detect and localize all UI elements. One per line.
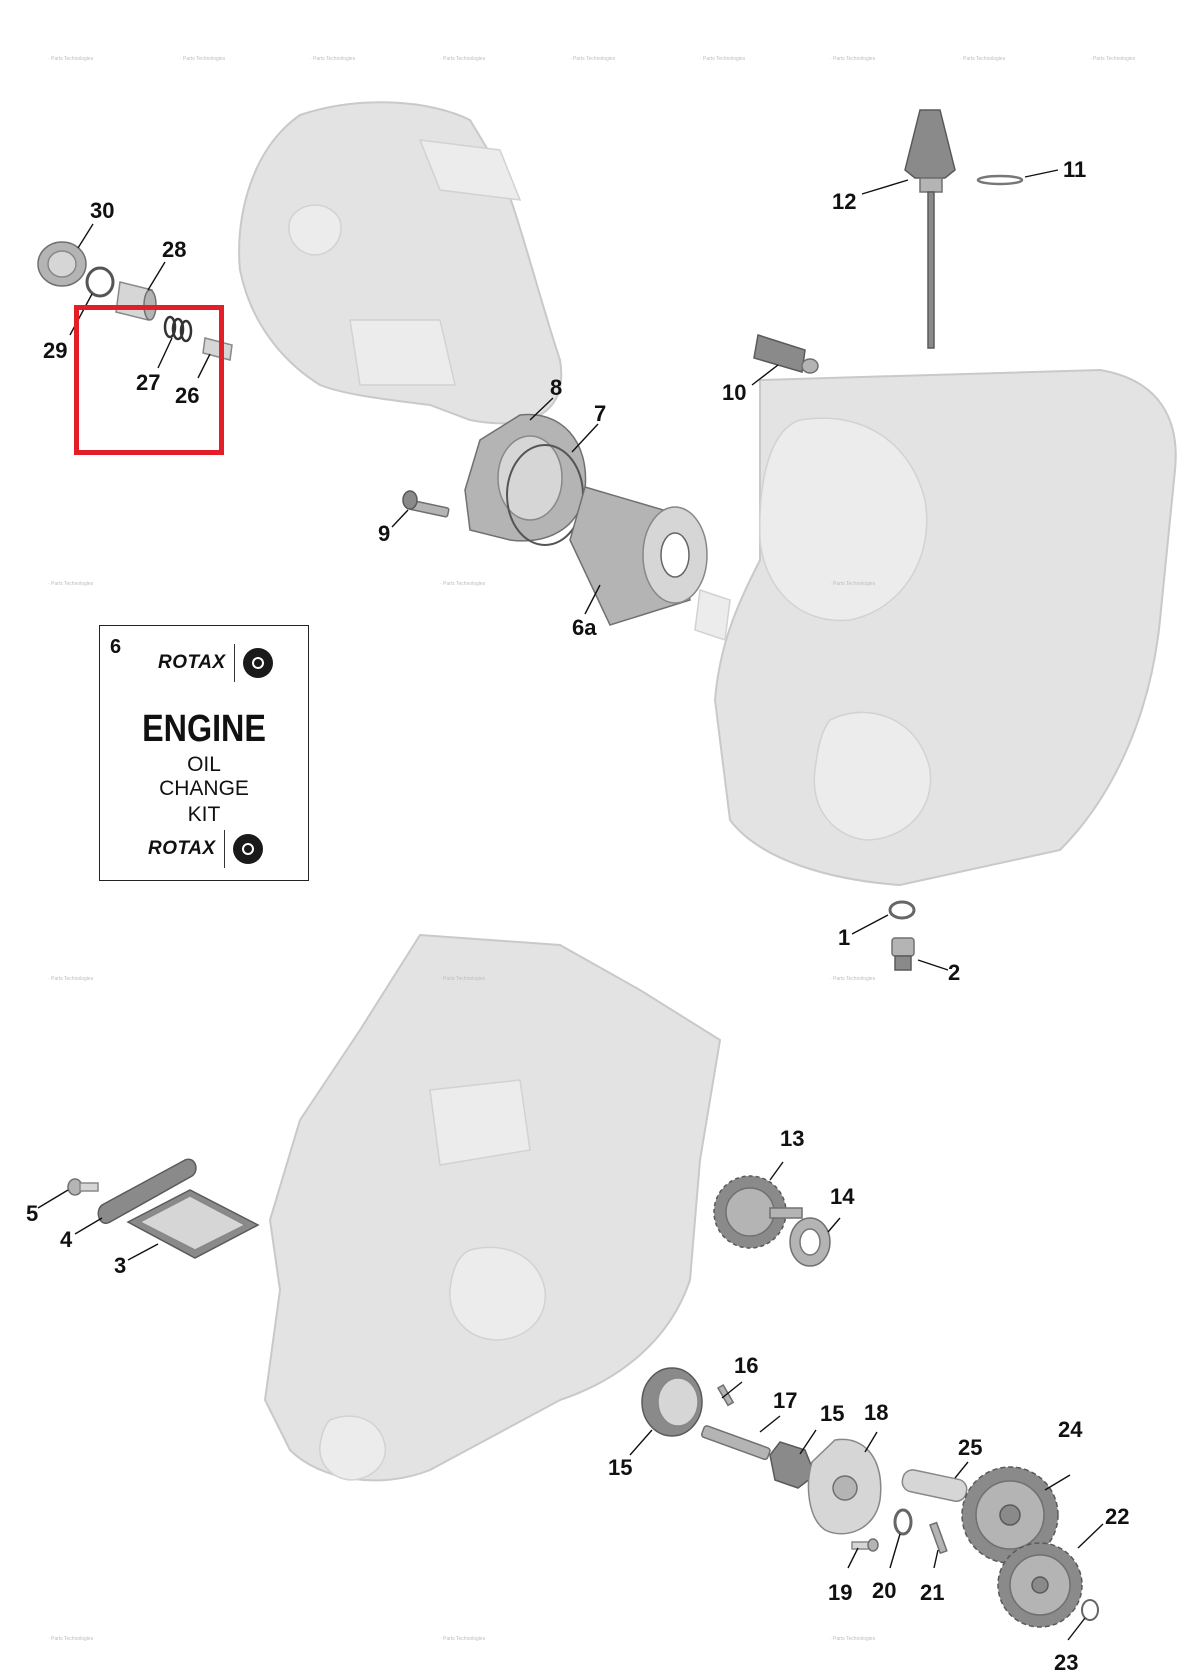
svg-text:· Parts Technologies: · Parts Technologies (700, 56, 746, 62)
label-12: 12 (832, 189, 856, 214)
part-18-pump-cover (807, 1438, 882, 1535)
part-25-shaft (901, 1469, 968, 1502)
label-29: 29 (43, 338, 67, 363)
part-14-seal (789, 1217, 831, 1267)
label-16: 16 (734, 1353, 758, 1378)
crankcase-cover-ghost (238, 101, 563, 425)
part-17-shaft (700, 1425, 771, 1461)
label-21: 21 (920, 1580, 944, 1605)
brp-badge-icon (242, 648, 273, 678)
leader-lines (37, 169, 1104, 1641)
kit-title: ENGINE (142, 708, 266, 750)
svg-text:· Parts Technologies: · Parts Technologies (1090, 56, 1136, 62)
label-25: 25 (958, 1435, 982, 1460)
part-1-washer (888, 900, 916, 920)
label-18: 18 (864, 1400, 888, 1425)
part-29-o-ring (85, 266, 115, 298)
label-20: 20 (872, 1578, 896, 1603)
part-11-o-ring (976, 174, 1024, 186)
label-9: 9 (378, 521, 390, 546)
svg-text:· Parts Technologies: · Parts Technologies (960, 56, 1006, 62)
label-15-right: 15 (820, 1401, 844, 1426)
part-6a-oil-filter (569, 486, 708, 626)
svg-text:· Parts Technologies: · Parts Technologies (310, 56, 356, 62)
label-14: 14 (830, 1184, 855, 1209)
label-28: 28 (162, 237, 186, 262)
svg-text:· Parts Technologies: · Parts Technologies (830, 976, 876, 982)
svg-text:· Parts Technologies: · Parts Technologies (48, 56, 94, 62)
label-8: 8 (550, 375, 562, 400)
lower-crankcase-ghost (263, 933, 722, 1482)
part-13-gear (713, 1175, 803, 1249)
brand-logo-text: ROTAX (148, 838, 216, 859)
upper-crankcase-ghost (694, 368, 1177, 887)
label-2: 2 (948, 960, 960, 985)
part-5-bolt (67, 1178, 99, 1196)
part-20-washer (893, 1508, 913, 1536)
highlight-frame (74, 305, 224, 455)
part-10-sensor (753, 334, 819, 374)
label-22: 22 (1105, 1504, 1129, 1529)
part-15-inner-rotor (769, 1441, 816, 1489)
svg-text:· Parts Technologies: · Parts Technologies (440, 56, 486, 62)
kit-line-kit: KIT (187, 803, 221, 826)
brand-row-top: ROTAX (158, 644, 273, 682)
part-19-screw (851, 1538, 879, 1552)
svg-text:· Parts Technologies: · Parts Technologies (48, 1636, 94, 1642)
part-21-pin (929, 1521, 948, 1555)
label-15-left: 15 (608, 1455, 632, 1480)
svg-text:· Parts Technologies: · Parts Technologies (570, 56, 616, 62)
label-5: 5 (26, 1201, 38, 1226)
brp-badge-icon (232, 834, 263, 864)
label-17: 17 (773, 1388, 797, 1413)
svg-text:· Parts Technologies: · Parts Technologies (48, 581, 94, 587)
oil-change-kit-box: 6 ROTAX ENGINE OIL CHANGE KIT ROTAX (99, 625, 309, 881)
label-30: 30 (90, 198, 114, 223)
label-3: 3 (114, 1253, 126, 1278)
brand-separator (223, 830, 225, 868)
svg-text:· Parts Technologies: · Parts Technologies (830, 1636, 876, 1642)
label-24: 24 (1058, 1417, 1083, 1442)
label-6a: 6a (572, 615, 597, 640)
svg-text:· Parts Technologies: · Parts Technologies (180, 56, 226, 62)
kit-part-number: 6 (110, 636, 122, 658)
watermark-grid: · Parts Technologies · Parts Technologie… (48, 56, 1136, 1642)
part-30-plug (37, 241, 87, 287)
part-12-dipstick (904, 109, 956, 349)
part-2-drain-plug (891, 937, 915, 971)
svg-text:· Parts Technologies: · Parts Technologies (830, 56, 876, 62)
kit-line-change: CHANGE (159, 777, 249, 800)
label-13: 13 (780, 1126, 804, 1151)
svg-text:· Parts Technologies: · Parts Technologies (440, 976, 486, 982)
label-7: 7 (594, 401, 606, 426)
svg-text:· Parts Technologies: · Parts Technologies (440, 581, 486, 587)
kit-line-oil: OIL (187, 753, 221, 776)
label-4: 4 (60, 1227, 73, 1252)
label-1: 1 (838, 925, 850, 950)
brand-logo-text: ROTAX (158, 652, 226, 673)
part-15-outer-rotor (641, 1367, 703, 1437)
part-27-spring (163, 315, 193, 343)
part-22-gear (997, 1542, 1083, 1628)
brand-separator (233, 644, 235, 682)
svg-text:· Parts Technologies: · Parts Technologies (440, 1636, 486, 1642)
part-4-plate (97, 1158, 197, 1225)
part-9-bolt (402, 490, 450, 518)
label-27: 27 (136, 370, 160, 395)
callout-labels: 30 28 29 27 26 8 7 9 6a 10 11 12 1 2 5 4… (26, 157, 1129, 1675)
label-10: 10 (722, 380, 746, 405)
part-3-gasket (126, 1189, 260, 1259)
part-24-gear (961, 1466, 1059, 1564)
brand-row-bottom: ROTAX (148, 830, 263, 868)
part-23-circlip (1081, 1599, 1099, 1621)
label-26: 26 (175, 383, 199, 408)
svg-text:· Parts Technologies: · Parts Technologies (48, 976, 94, 982)
label-23: 23 (1054, 1650, 1078, 1675)
svg-text:· Parts Technologies: · Parts Technologies (830, 581, 876, 587)
label-11: 11 (1063, 157, 1086, 182)
label-19: 19 (828, 1580, 852, 1605)
part-8-filter-cover (464, 413, 587, 542)
